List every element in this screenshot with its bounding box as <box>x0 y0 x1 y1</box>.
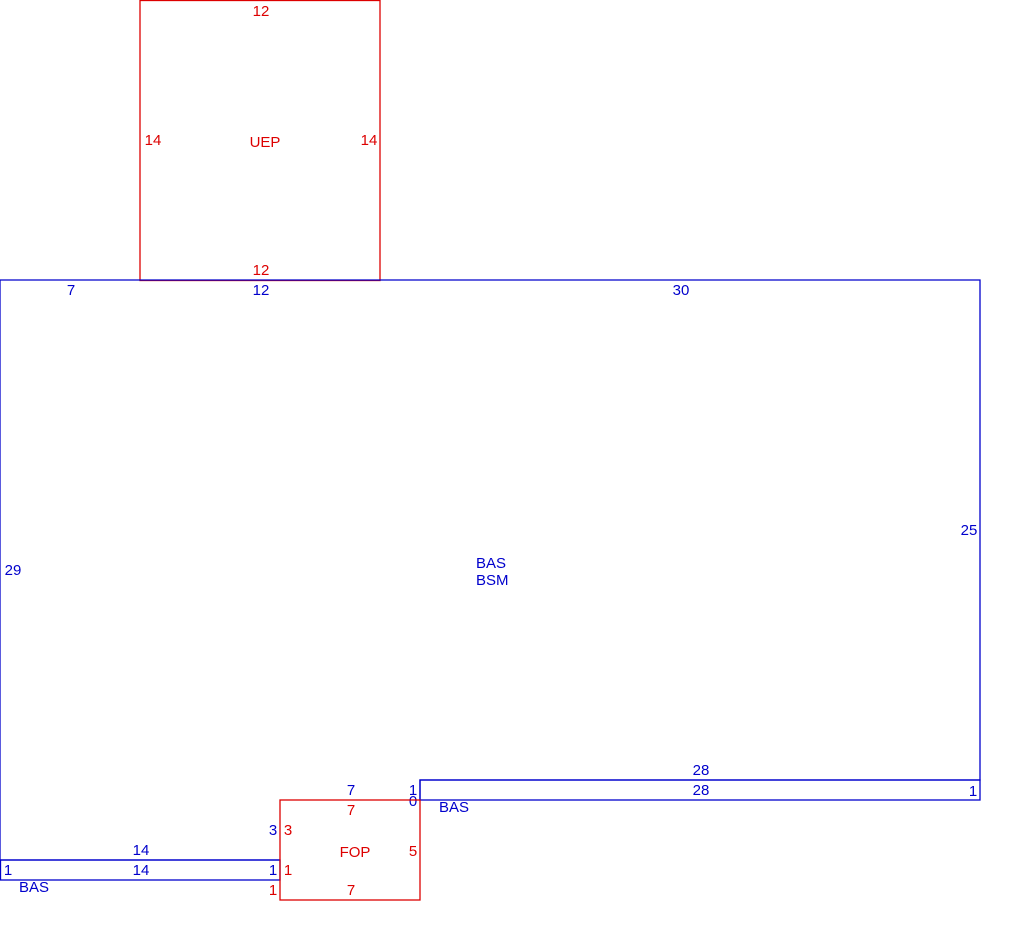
area-bas-left: BAS 14 14 1 1 <box>0 842 281 896</box>
bas-left-label: BAS <box>19 879 49 896</box>
uep-dim-bottom: 12 <box>253 262 270 279</box>
ext-dim-top: 28 <box>693 762 710 779</box>
left-dim-top: 14 <box>133 842 150 859</box>
area-uep: UEP 12 14 14 12 <box>139 0 381 282</box>
main-dim-top-a: 7 <box>67 282 75 299</box>
fop-dim-right: 5 <box>409 843 417 860</box>
left-dim-right: 1 <box>269 862 277 879</box>
fop-dim-bottom: 7 <box>347 882 355 899</box>
area-bas-bsm: BAS BSM 7 12 30 29 25 <box>0 279 981 861</box>
fop-dim-top-blue: 7 <box>347 782 355 799</box>
left-dim-bottom: 14 <box>133 862 150 879</box>
bas-bsm-label: BAS <box>476 555 506 572</box>
main-dim-top-b: 12 <box>253 282 270 299</box>
fop-dim-left-bottom: 1 <box>269 882 277 899</box>
bas-bsm-label-2: BSM <box>476 572 509 589</box>
uep-dim-left: 14 <box>145 132 162 149</box>
main-dim-right: 25 <box>961 522 978 539</box>
uep-dim-top: 12 <box>253 3 270 20</box>
ext-dim-bottom: 28 <box>693 782 710 799</box>
fop-dim-left: 3 <box>284 822 292 839</box>
left-dim-left: 1 <box>4 862 12 879</box>
ext-dim-left: 1 <box>409 782 417 799</box>
fop-outline <box>279 799 421 901</box>
main-dim-top-c: 30 <box>673 282 690 299</box>
uep-label: UEP <box>250 134 281 151</box>
fop-dim-top: 7 <box>347 802 355 819</box>
bas-right-label: BAS <box>439 799 469 816</box>
uep-dim-right: 14 <box>361 132 378 149</box>
main-dim-left: 29 <box>5 562 22 579</box>
ext-dim-left-zero: 0 <box>409 793 417 810</box>
ext-dim-right: 1 <box>969 783 977 800</box>
bas-right-outline <box>419 779 981 801</box>
area-bas-right: BAS 28 28 1 1 0 <box>409 762 981 816</box>
fop-label: FOP <box>340 844 371 861</box>
fop-dim-left-lower: 1 <box>284 862 292 879</box>
area-fop: FOP 7 7 3 3 1 1 5 7 <box>269 782 421 901</box>
fop-dim-left-blue: 3 <box>269 822 277 839</box>
